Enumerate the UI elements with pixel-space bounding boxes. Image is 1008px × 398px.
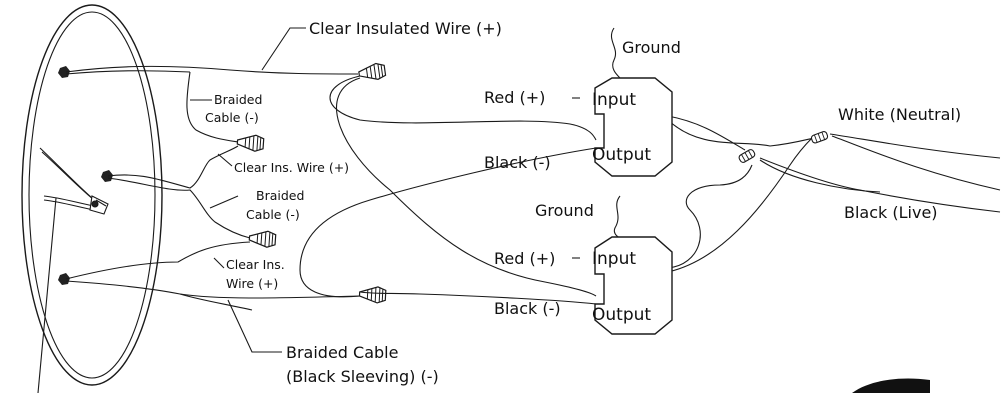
braided-cable-label-2a: Braided [256, 188, 304, 203]
ground-label-bottom: Ground [535, 201, 594, 220]
leader-lines [190, 27, 621, 353]
braided-cable-label-2b: Cable (-) [246, 207, 300, 222]
driver-box-top: Input Output [592, 77, 673, 177]
wire-cutter-icon [39, 147, 109, 215]
black-label-top: Black (-) [484, 153, 551, 172]
clear-ins-wire-label-2a: Clear Ins. [226, 257, 285, 272]
driver-box-bottom: Input Output [592, 236, 673, 335]
ground-label-top: Ground [622, 38, 681, 57]
red-label-top: Red (+) [484, 88, 545, 107]
clear-ins-wire-label-2b: Wire (+) [226, 276, 278, 291]
wire-nut-icon [236, 62, 387, 304]
input-label: Input [592, 249, 636, 269]
fixture-ring [21, 4, 163, 386]
red-label-bottom: Red (+) [494, 249, 555, 268]
white-neutral-label: White (Neutral) [838, 105, 961, 124]
clear-insulated-wire-label: Clear Insulated Wire (+) [309, 19, 502, 38]
clear-ins-wire-label-1: Clear Ins. Wire (+) [234, 160, 349, 175]
terminal-icon [58, 66, 113, 285]
braided-cable-label-1a: Braided [214, 92, 262, 107]
braided-cable-black-label-b: (Black Sleeving) (-) [286, 367, 439, 386]
output-label: Output [592, 305, 651, 325]
input-label: Input [592, 90, 636, 110]
braided-cable-black-label-a: Braided Cable [286, 343, 398, 362]
edge-fragment [852, 378, 930, 393]
mains-wires [667, 115, 1001, 273]
pointer-line [37, 197, 57, 394]
black-live-label: Black (Live) [844, 203, 938, 222]
braided-cable-label-1b: Cable (-) [205, 110, 259, 125]
wire-nut-icon [738, 131, 829, 163]
black-label-bottom: Black (-) [494, 299, 561, 318]
cross-wires [299, 75, 597, 305]
output-label: Output [592, 145, 651, 165]
fixture-wires [65, 65, 361, 311]
